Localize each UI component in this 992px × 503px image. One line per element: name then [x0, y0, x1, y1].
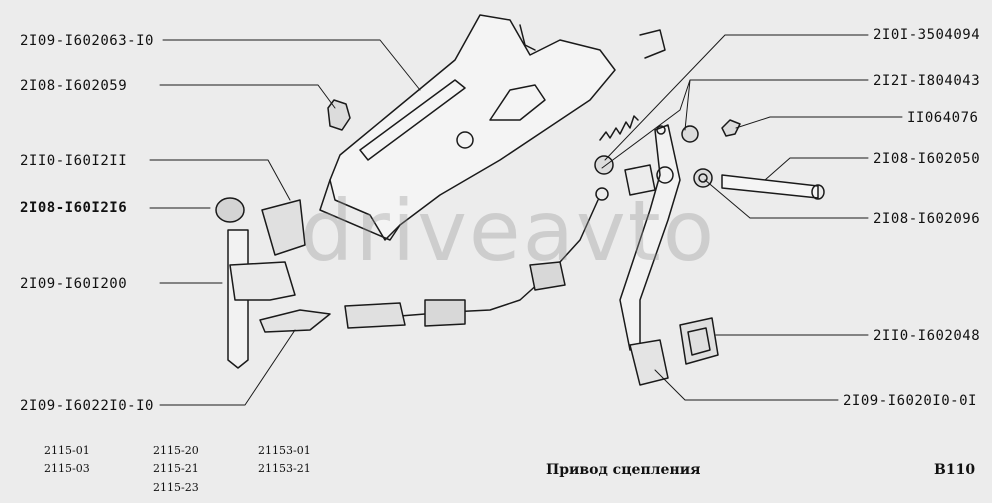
part-label-2108-1602050: 2I08-I602050 — [873, 151, 981, 167]
leader-lines — [149, 34, 903, 406]
pedal-axle — [721, 174, 825, 200]
model-code: 2115-01 — [44, 444, 90, 457]
part-label-2109-1601200: 2I09-I60I200 — [20, 276, 128, 292]
pedal-bracket — [319, 14, 666, 241]
diagram-caption: Привод сцепления — [546, 462, 701, 478]
model-code: 2115-23 — [153, 481, 199, 494]
part-label-2121-1804043: 2I2I-I804043 — [873, 73, 981, 89]
part-label-2108-1601216: 2I08-I60I2I6 — [20, 200, 128, 216]
part-label-2108-1602059: 2I08-I602059 — [20, 78, 128, 94]
return-spring — [599, 115, 639, 141]
part-label-2110-1601211: 2II0-I60I2II — [20, 153, 128, 169]
part-label-2109-1602010-01: 2I09-I6020I0-0I — [843, 393, 977, 409]
spring-clip — [721, 119, 741, 137]
clutch-fork — [227, 229, 331, 369]
part-label-2109-1602210-10: 2I09-I6022I0-I0 — [20, 398, 154, 414]
part-label-11064076: II064076 — [907, 110, 979, 126]
model-code: 2115-20 — [153, 444, 199, 457]
model-code: 21153-01 — [258, 444, 311, 457]
fork-cap — [215, 197, 245, 223]
model-code: 2115-21 — [153, 462, 199, 475]
part-label-2101-3504094: 2I0I-3504094 — [873, 27, 981, 43]
pedal-pad — [679, 317, 719, 365]
watermark-text: driveavto — [300, 182, 717, 280]
bushing — [594, 125, 699, 201]
page-code: B110 — [934, 462, 976, 478]
fork-boot — [261, 199, 306, 256]
model-code: 21153-21 — [258, 462, 311, 475]
clutch-cable — [344, 199, 599, 329]
part-label-2110-1602048: 2II0-I602048 — [873, 328, 981, 344]
part-label-2109-1602063-10: 2I09-I602063-I0 — [20, 33, 154, 49]
model-code: 2115-03 — [44, 462, 90, 475]
part-label-2108-1602096: 2I08-I602096 — [873, 211, 981, 227]
retaining-clip — [327, 99, 351, 131]
